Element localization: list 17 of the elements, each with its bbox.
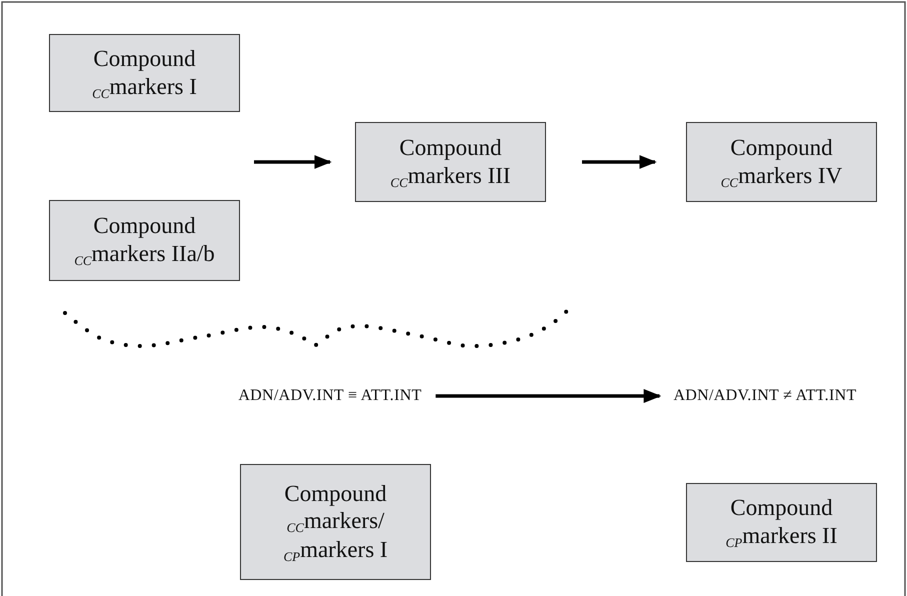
arrow (436, 389, 662, 403)
process-box (686, 122, 877, 202)
box-label: Compound $_{CP}$markers II (724, 494, 838, 551)
formula-text: ADN/ADV.INT ≡ ATT.INT (132, 380, 528, 412)
box-label: Compound $_{CC}$markers IIa/b (73, 212, 216, 269)
box-label: Compound $_{CC}$markers/ $_{CP}$markers I (282, 480, 389, 564)
process-box (686, 483, 877, 562)
arrow (254, 155, 332, 169)
box-label: Compound $_{CC}$markers IV (720, 134, 844, 190)
box-label: Compound $_{CC}$markers III (389, 134, 512, 190)
formula-text: ADN/ADV.INT ≠ ATT.INT (630, 380, 900, 412)
box-label: Compound $_{CC}$markers I (91, 44, 198, 102)
process-box (49, 34, 240, 112)
process-box (355, 122, 546, 202)
arrow (582, 155, 657, 169)
process-box (49, 200, 240, 281)
process-box (240, 464, 431, 580)
